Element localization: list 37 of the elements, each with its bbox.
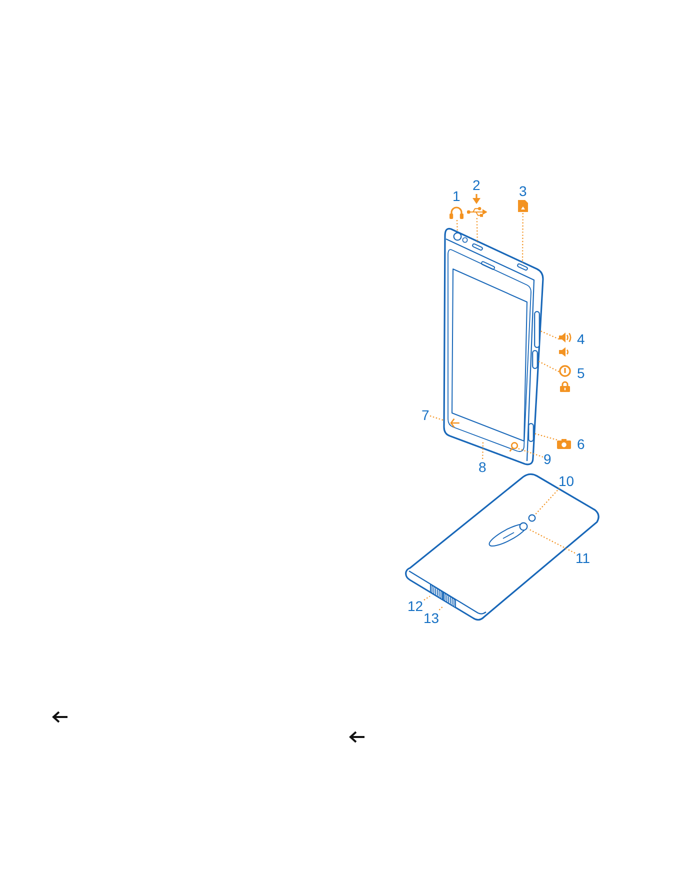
- callout-number: 13: [424, 610, 440, 624]
- leader-line: [476, 218, 478, 244]
- headphone-jack: [453, 232, 462, 241]
- callout-number: 11: [576, 550, 590, 564]
- callout-number: 5: [577, 366, 585, 380]
- leader-line: [540, 330, 560, 340]
- callout-number: 7: [422, 408, 430, 422]
- camera-key: [528, 423, 534, 442]
- volume-key: [534, 311, 540, 348]
- leader-line: [538, 360, 560, 372]
- grille-slots: [443, 592, 456, 608]
- callout-number: 6: [577, 437, 585, 451]
- callout-number: 10: [558, 474, 574, 488]
- leader-line: [456, 220, 458, 232]
- callout-number: 12: [408, 598, 424, 612]
- leader-line: [518, 448, 544, 458]
- leader-line: [482, 440, 484, 460]
- callout-number: 4: [577, 332, 585, 346]
- callout-number: 8: [478, 460, 486, 474]
- power-key: [532, 350, 538, 369]
- speaker-grille: [430, 584, 443, 600]
- leader-line: [534, 432, 558, 440]
- leader-line: [424, 596, 430, 600]
- camera-flash: [528, 514, 536, 522]
- callout-number: 2: [472, 178, 480, 192]
- callout-number: 1: [452, 189, 460, 203]
- search-icon: [509, 442, 518, 452]
- leader-line: [438, 606, 444, 610]
- leader-line: [522, 213, 524, 263]
- leader-line: [430, 415, 444, 421]
- callout-number: 9: [544, 452, 552, 466]
- leader-line: [528, 528, 576, 554]
- usb-port: [471, 243, 484, 251]
- callout-number: 3: [519, 184, 527, 198]
- leader-line: [535, 488, 560, 514]
- camera-lens: [519, 522, 528, 531]
- sim-slot: [516, 263, 529, 271]
